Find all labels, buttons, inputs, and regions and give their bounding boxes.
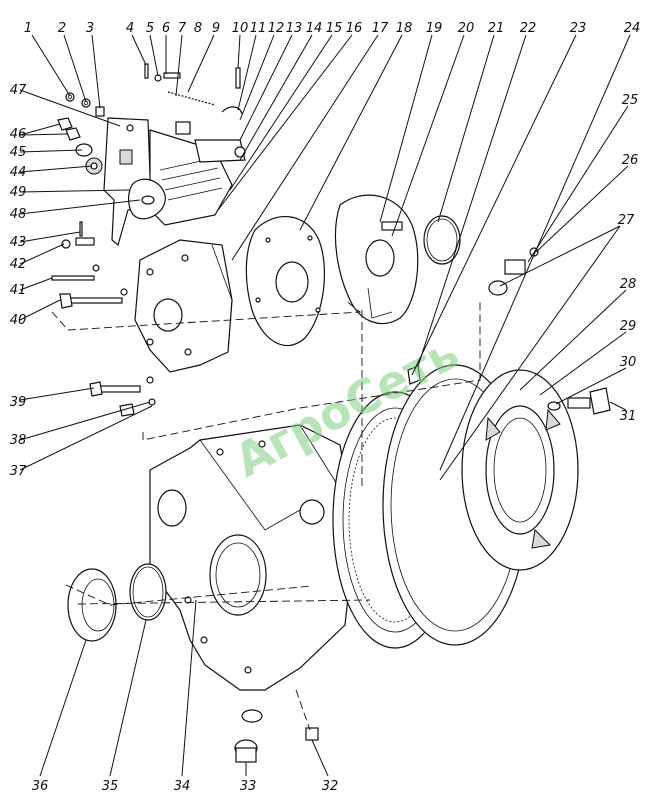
callout-9: 9 — [212, 21, 220, 36]
parts-layer — [51, 63, 611, 763]
callout-14: 14 — [306, 21, 323, 36]
callout-48: 48 — [10, 207, 27, 222]
callout-37: 37 — [10, 464, 27, 479]
gasket-plate — [245, 216, 326, 347]
drain-plugs — [234, 709, 319, 763]
callout-24: 24 — [624, 21, 641, 36]
callout-38: 38 — [10, 433, 27, 448]
lever-bracket — [103, 117, 233, 247]
callout-47: 47 — [10, 83, 27, 98]
callout-43: 43 — [10, 235, 27, 250]
callout-41: 41 — [10, 283, 27, 298]
callout-13: 13 — [286, 21, 303, 36]
callout-18: 18 — [396, 21, 413, 36]
callout-7: 7 — [178, 21, 187, 36]
main-housing — [149, 424, 353, 691]
callout-33: 33 — [240, 779, 257, 794]
nuts-and-washers — [51, 117, 128, 309]
lip-seal — [67, 563, 167, 642]
callout-16: 16 — [346, 21, 363, 36]
callout-labels: 1 2 3 4 5 6 7 8 9 10 11 12 13 14 15 16 1… — [10, 21, 641, 794]
callout-5: 5 — [146, 21, 154, 36]
callout-1: 1 — [24, 21, 32, 36]
callout-49: 49 — [10, 185, 27, 200]
callout-39: 39 — [10, 395, 27, 410]
hex-bolt — [547, 387, 611, 415]
left-bolts — [89, 376, 156, 417]
center-lines — [51, 299, 481, 731]
callout-30: 30 — [620, 355, 637, 370]
callout-35: 35 — [102, 779, 119, 794]
callout-32: 32 — [322, 779, 339, 794]
callout-23: 23 — [570, 21, 587, 36]
callout-46: 46 — [10, 127, 27, 142]
rear-cover — [134, 239, 233, 373]
callout-26: 26 — [622, 153, 639, 168]
leader-lines — [19, 34, 631, 777]
callout-22: 22 — [520, 21, 537, 36]
bearing-plate — [334, 194, 419, 325]
callout-10: 10 — [232, 21, 249, 36]
small-fasteners — [65, 63, 246, 163]
callout-29: 29 — [620, 319, 637, 334]
callout-34: 34 — [174, 779, 191, 794]
callout-8: 8 — [194, 21, 202, 36]
callout-4: 4 — [126, 21, 134, 36]
callout-42: 42 — [10, 257, 27, 272]
callout-21: 21 — [488, 21, 505, 36]
callout-12: 12 — [268, 21, 285, 36]
callout-3: 3 — [86, 21, 94, 36]
callout-25: 25 — [622, 93, 639, 108]
callout-40: 40 — [10, 313, 27, 328]
callout-44: 44 — [10, 165, 27, 180]
callout-36: 36 — [32, 779, 49, 794]
callout-31: 31 — [620, 409, 637, 424]
callout-20: 20 — [458, 21, 475, 36]
callout-27: 27 — [618, 213, 635, 228]
callout-15: 15 — [326, 21, 343, 36]
callout-19: 19 — [426, 21, 443, 36]
flange-assembly — [382, 364, 579, 646]
callout-17: 17 — [372, 21, 389, 36]
callout-28: 28 — [620, 277, 637, 292]
callout-45: 45 — [10, 145, 27, 160]
callout-2: 2 — [58, 21, 66, 36]
callout-6: 6 — [162, 21, 170, 36]
callout-11: 11 — [250, 21, 267, 36]
